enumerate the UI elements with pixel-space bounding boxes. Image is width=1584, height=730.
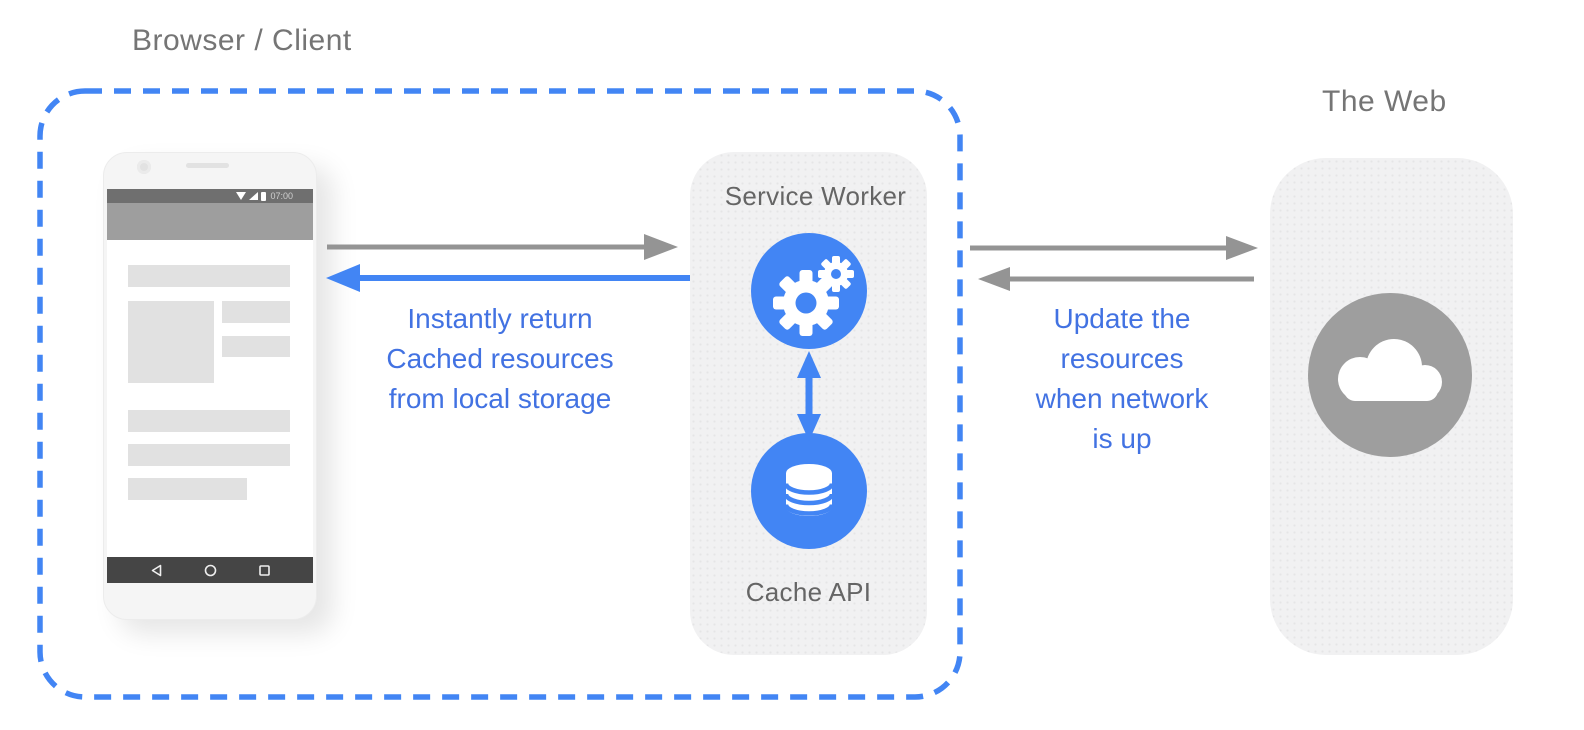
the-web-title: The Web: [1322, 85, 1447, 118]
arrow-web-to-sw: [978, 267, 1254, 291]
annotation-line: resources: [1060, 343, 1184, 374]
database-icon: [783, 464, 835, 516]
annotation-line: from local storage: [388, 383, 612, 414]
phone-mockup: 07:00: [103, 152, 317, 620]
placeholder-block: [128, 410, 290, 432]
phone-speaker-icon: [186, 163, 229, 168]
battery-icon: [261, 191, 267, 201]
service-worker-badge: [751, 233, 867, 349]
update-resources-annotation: Update the resources when network is up: [1036, 299, 1209, 459]
android-nav-bar: [107, 557, 313, 583]
annotation-line: is up: [1092, 423, 1152, 454]
gears-icon: [773, 256, 854, 336]
placeholder-block: [222, 301, 290, 323]
arrow-phone-to-sw: [327, 234, 678, 260]
placeholder-block: [128, 301, 214, 383]
instant-return-annotation: Instantly return Cached resources from l…: [386, 299, 613, 419]
wifi-icon: [236, 192, 247, 200]
placeholder-block: [128, 265, 290, 287]
nav-home-icon: [204, 564, 216, 576]
cache-api-badge: [751, 433, 867, 549]
annotation-line: Cached resources: [386, 343, 614, 374]
service-worker-panel: Service Worker: [690, 152, 927, 655]
the-web-panel: [1270, 158, 1513, 655]
service-worker-label: Service Worker: [724, 181, 907, 211]
annotation-line: Instantly return: [407, 303, 593, 334]
status-time: 07:00: [270, 190, 293, 201]
placeholder-block: [222, 336, 290, 357]
web-badge: [1308, 293, 1472, 457]
arrow-sw-to-phone: [326, 264, 690, 292]
arrow-sw-to-web: [970, 236, 1258, 260]
browser-client-title: Browser / Client: [132, 24, 352, 57]
phone-app-bar: [107, 203, 313, 240]
nav-back-icon: [151, 564, 161, 576]
nav-recents-icon: [258, 564, 270, 576]
placeholder-block: [128, 478, 247, 500]
annotation-line: when network: [1035, 383, 1209, 414]
cache-api-label: Cache API: [745, 577, 872, 607]
placeholder-block: [128, 444, 290, 466]
phone-camera-icon: [137, 160, 151, 174]
cell-signal-icon: [249, 192, 259, 200]
phone-page-skeleton: [107, 240, 313, 557]
cloud-icon: [1338, 339, 1442, 401]
annotation-line: Update the: [1053, 303, 1191, 334]
phone-screen: 07:00: [107, 189, 313, 583]
phone-status-bar: 07:00: [107, 189, 313, 203]
